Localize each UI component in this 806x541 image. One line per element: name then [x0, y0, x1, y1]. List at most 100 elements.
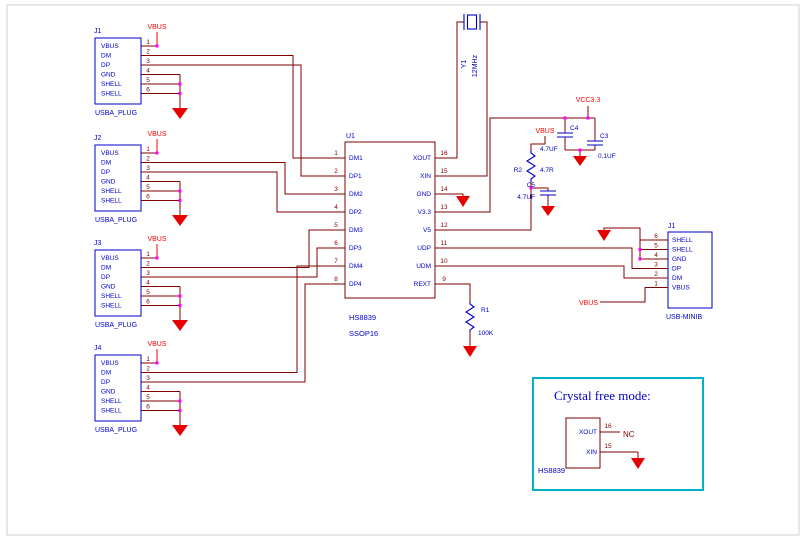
junction-dot	[155, 44, 159, 48]
pin-number: 5	[146, 77, 150, 84]
ground-symbol	[573, 156, 587, 166]
junction-dot	[155, 256, 159, 260]
ground-symbols	[456, 156, 611, 357]
wire-j1-dp	[157, 64, 325, 177]
pin-number: 4	[146, 175, 150, 182]
junction-dot	[586, 116, 590, 120]
pin-name: SHELL	[101, 303, 122, 310]
resistor-symbol-r2	[525, 150, 537, 182]
pin-name: SHELL	[101, 398, 122, 405]
pin-name: V5	[423, 227, 431, 234]
pin-name: VBUS	[101, 360, 119, 367]
pin-number: 14	[440, 186, 448, 193]
pin-name: DP	[101, 169, 110, 176]
reference-designator: C3	[600, 133, 609, 140]
junction-dot	[529, 186, 533, 190]
ground-symbol	[456, 196, 470, 207]
pin-number: 11	[441, 240, 448, 247]
part-name: USBA_PLUG	[95, 427, 137, 434]
hub-chip-u1: U1 DM1 DP1 DM2 DP2 DM3 DP3 DM4 DP4 1 2 3…	[325, 133, 455, 338]
wire-v33-rail	[455, 117, 595, 213]
pin-name: DM3	[349, 227, 363, 234]
pin-number: 16	[604, 423, 612, 430]
pin-number: 9	[442, 276, 446, 283]
pin-number: 1	[654, 281, 658, 288]
reference-designator: R1	[481, 307, 490, 314]
pin-name: DP3	[349, 245, 362, 252]
pin-number: 7	[334, 258, 338, 265]
usb-a-connector-j3: J3 VBUS VBUS DM DP GND SHELL SHELL 1 2 3…	[94, 236, 188, 331]
part-name: HS8839	[349, 313, 376, 322]
pin-name: VBUS	[101, 43, 119, 50]
inset-title: Crystal free mode:	[554, 388, 651, 403]
ground-symbol	[172, 320, 188, 331]
net-label-vbus: VBUS	[147, 341, 166, 348]
pin-number: 4	[654, 252, 658, 259]
pin-number: 1	[334, 150, 338, 157]
wire-j2-dp	[157, 171, 325, 213]
net-label-vbus: VBUS	[579, 300, 598, 307]
junction-dot	[178, 399, 182, 403]
reference-designator: J3	[94, 240, 102, 247]
reference-designator: J4	[94, 345, 102, 352]
capacitor-symbol-c3	[587, 140, 603, 146]
pin-name: DP4	[349, 281, 362, 288]
pin-number: 5	[654, 243, 658, 250]
reference-designator: U1	[346, 133, 355, 140]
pin-number: 1	[146, 39, 150, 46]
ground-symbol	[631, 458, 645, 469]
pin-name: XOUT	[413, 155, 431, 162]
pin-number: 16	[440, 150, 448, 157]
wire-c5	[531, 187, 549, 206]
wire-j2-dm	[157, 162, 325, 195]
pin-number: 3	[146, 270, 150, 277]
connector-outline	[667, 231, 713, 309]
ground-symbol	[172, 108, 188, 119]
junction-dot	[578, 148, 582, 152]
wire-mini-gnd	[603, 227, 648, 260]
wire-j3-dp	[157, 247, 325, 278]
ground-symbol	[463, 346, 477, 357]
component-value: 100K	[478, 330, 494, 337]
pin-number: 2	[146, 156, 150, 163]
pin-name: DM4	[349, 263, 363, 270]
junction-dot	[178, 409, 182, 412]
usb-a-connector-j4: J4 VBUS VBUS DM DP GND SHELL SHELL 1 2 3…	[94, 341, 188, 436]
part-name: USBA_PLUG	[95, 217, 137, 224]
pin-name: DM1	[349, 155, 363, 162]
wire-j1-dm	[157, 55, 325, 159]
pin-number: 15	[604, 443, 612, 450]
pin-name: SHELL	[672, 237, 693, 244]
pin-number: 6	[146, 299, 150, 306]
wire-udp	[455, 247, 648, 269]
pin-number: 4	[146, 385, 150, 392]
junction-dot	[155, 151, 159, 155]
junction-dot	[178, 189, 182, 193]
pin-name: XOUT	[579, 429, 597, 436]
pin-name: DM2	[349, 191, 363, 198]
connector-outline	[94, 144, 142, 212]
pin-name: GND	[101, 389, 116, 396]
pin-name: REXT	[414, 281, 431, 288]
wire-xout	[455, 21, 464, 159]
usb-a-connector-j1: J1 VBUS VBUS DM DP GND SHELL SHELL 1 2 3…	[94, 24, 188, 119]
reference-designator: R2	[514, 167, 523, 174]
sheet-border	[6, 4, 800, 536]
wire-j4-dm	[157, 265, 325, 373]
no-connect-label: NC	[623, 430, 635, 439]
pin-name: GND	[101, 284, 116, 291]
junction-dot	[178, 92, 182, 95]
pin-wires	[141, 257, 181, 320]
pin-number: 4	[146, 68, 150, 75]
junction-dot	[178, 304, 182, 307]
wire-j4-dp	[157, 283, 325, 383]
junction-dot	[638, 248, 642, 251]
symbols	[463, 14, 603, 332]
component-value: 0.1UF	[598, 153, 616, 160]
capacitor-symbol-c4	[557, 132, 573, 138]
pin-name: XIN	[586, 449, 597, 456]
reference-designator: C5	[527, 182, 536, 189]
inset-frame	[532, 377, 704, 491]
pin-wires	[141, 152, 181, 215]
